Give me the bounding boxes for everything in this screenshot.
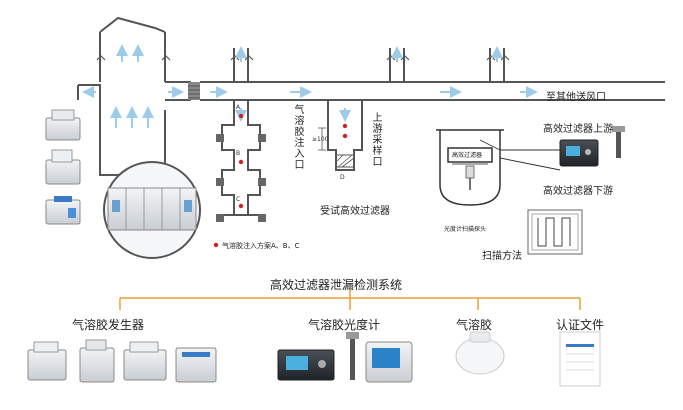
test-filter-hatch bbox=[335, 154, 355, 168]
label-scan-method: 扫描方法 bbox=[482, 251, 522, 262]
legend-marker bbox=[213, 242, 219, 248]
label-point-d: D bbox=[340, 174, 345, 181]
category-aerosol-generator: 气溶胶发生器 bbox=[72, 318, 145, 332]
injection-markers bbox=[213, 113, 348, 248]
label-point-a: A bbox=[236, 104, 241, 111]
label-point-c: C bbox=[236, 196, 241, 203]
system-bracket bbox=[119, 288, 581, 310]
damper-hatch bbox=[188, 85, 200, 99]
aerosol-product bbox=[455, 331, 505, 375]
left-branch-filters bbox=[216, 134, 266, 222]
label-upstream-sampling: 上游采样口 bbox=[370, 112, 381, 167]
label-point-b: B bbox=[236, 150, 241, 157]
label-to-other-outlets: 至其他送风口 bbox=[546, 92, 606, 103]
duct-branches-top bbox=[233, 48, 505, 82]
hepa-test-box bbox=[436, 129, 504, 206]
break-symbols bbox=[96, 55, 510, 61]
marker-e bbox=[342, 133, 348, 139]
category-aerosol-photometer: 气溶胶光度计 bbox=[308, 318, 381, 332]
label-injection-schemes: 气溶胶注入方案A、B、C bbox=[222, 242, 300, 250]
left-branch-duct bbox=[221, 100, 261, 216]
airflow-arrows bbox=[82, 44, 538, 128]
label-hepa-upstream: 高效过滤器上游 bbox=[543, 124, 613, 135]
category-aerosol: 气溶胶 bbox=[456, 318, 493, 332]
marker-c bbox=[238, 203, 244, 209]
system-title: 高效过滤器泄漏检测系统 bbox=[270, 278, 403, 292]
label-aerosol-injection: 气溶胶注入口 bbox=[292, 104, 303, 170]
downstream-line bbox=[499, 157, 561, 171]
photometer-products bbox=[277, 332, 413, 383]
duct-damper bbox=[188, 82, 200, 100]
label-hepa-filter-box: 高效过滤器 bbox=[452, 152, 483, 159]
label-filter-under-test: 受试高效过滤器 bbox=[320, 206, 390, 217]
marker-a bbox=[238, 113, 244, 119]
aerosol-generator-stack bbox=[45, 109, 81, 225]
marker-d bbox=[342, 123, 348, 129]
category-certification: 认证文件 bbox=[556, 318, 605, 332]
scan-method-icon bbox=[527, 209, 583, 255]
marker-b bbox=[238, 159, 244, 165]
label-photometer-probe: 光度计扫描探头 bbox=[444, 226, 487, 233]
probe-icon bbox=[465, 165, 475, 190]
certificate-product bbox=[559, 331, 601, 387]
label-hepa-downstream: 高效过滤器下游 bbox=[543, 186, 613, 197]
air-handler-unit bbox=[103, 161, 201, 259]
test-branch-duct bbox=[327, 100, 363, 171]
generator-products bbox=[27, 339, 217, 383]
label-dim-100: ≥100 bbox=[312, 136, 329, 143]
filter-under-test-box bbox=[335, 154, 355, 168]
photometer-device-right bbox=[559, 126, 625, 167]
